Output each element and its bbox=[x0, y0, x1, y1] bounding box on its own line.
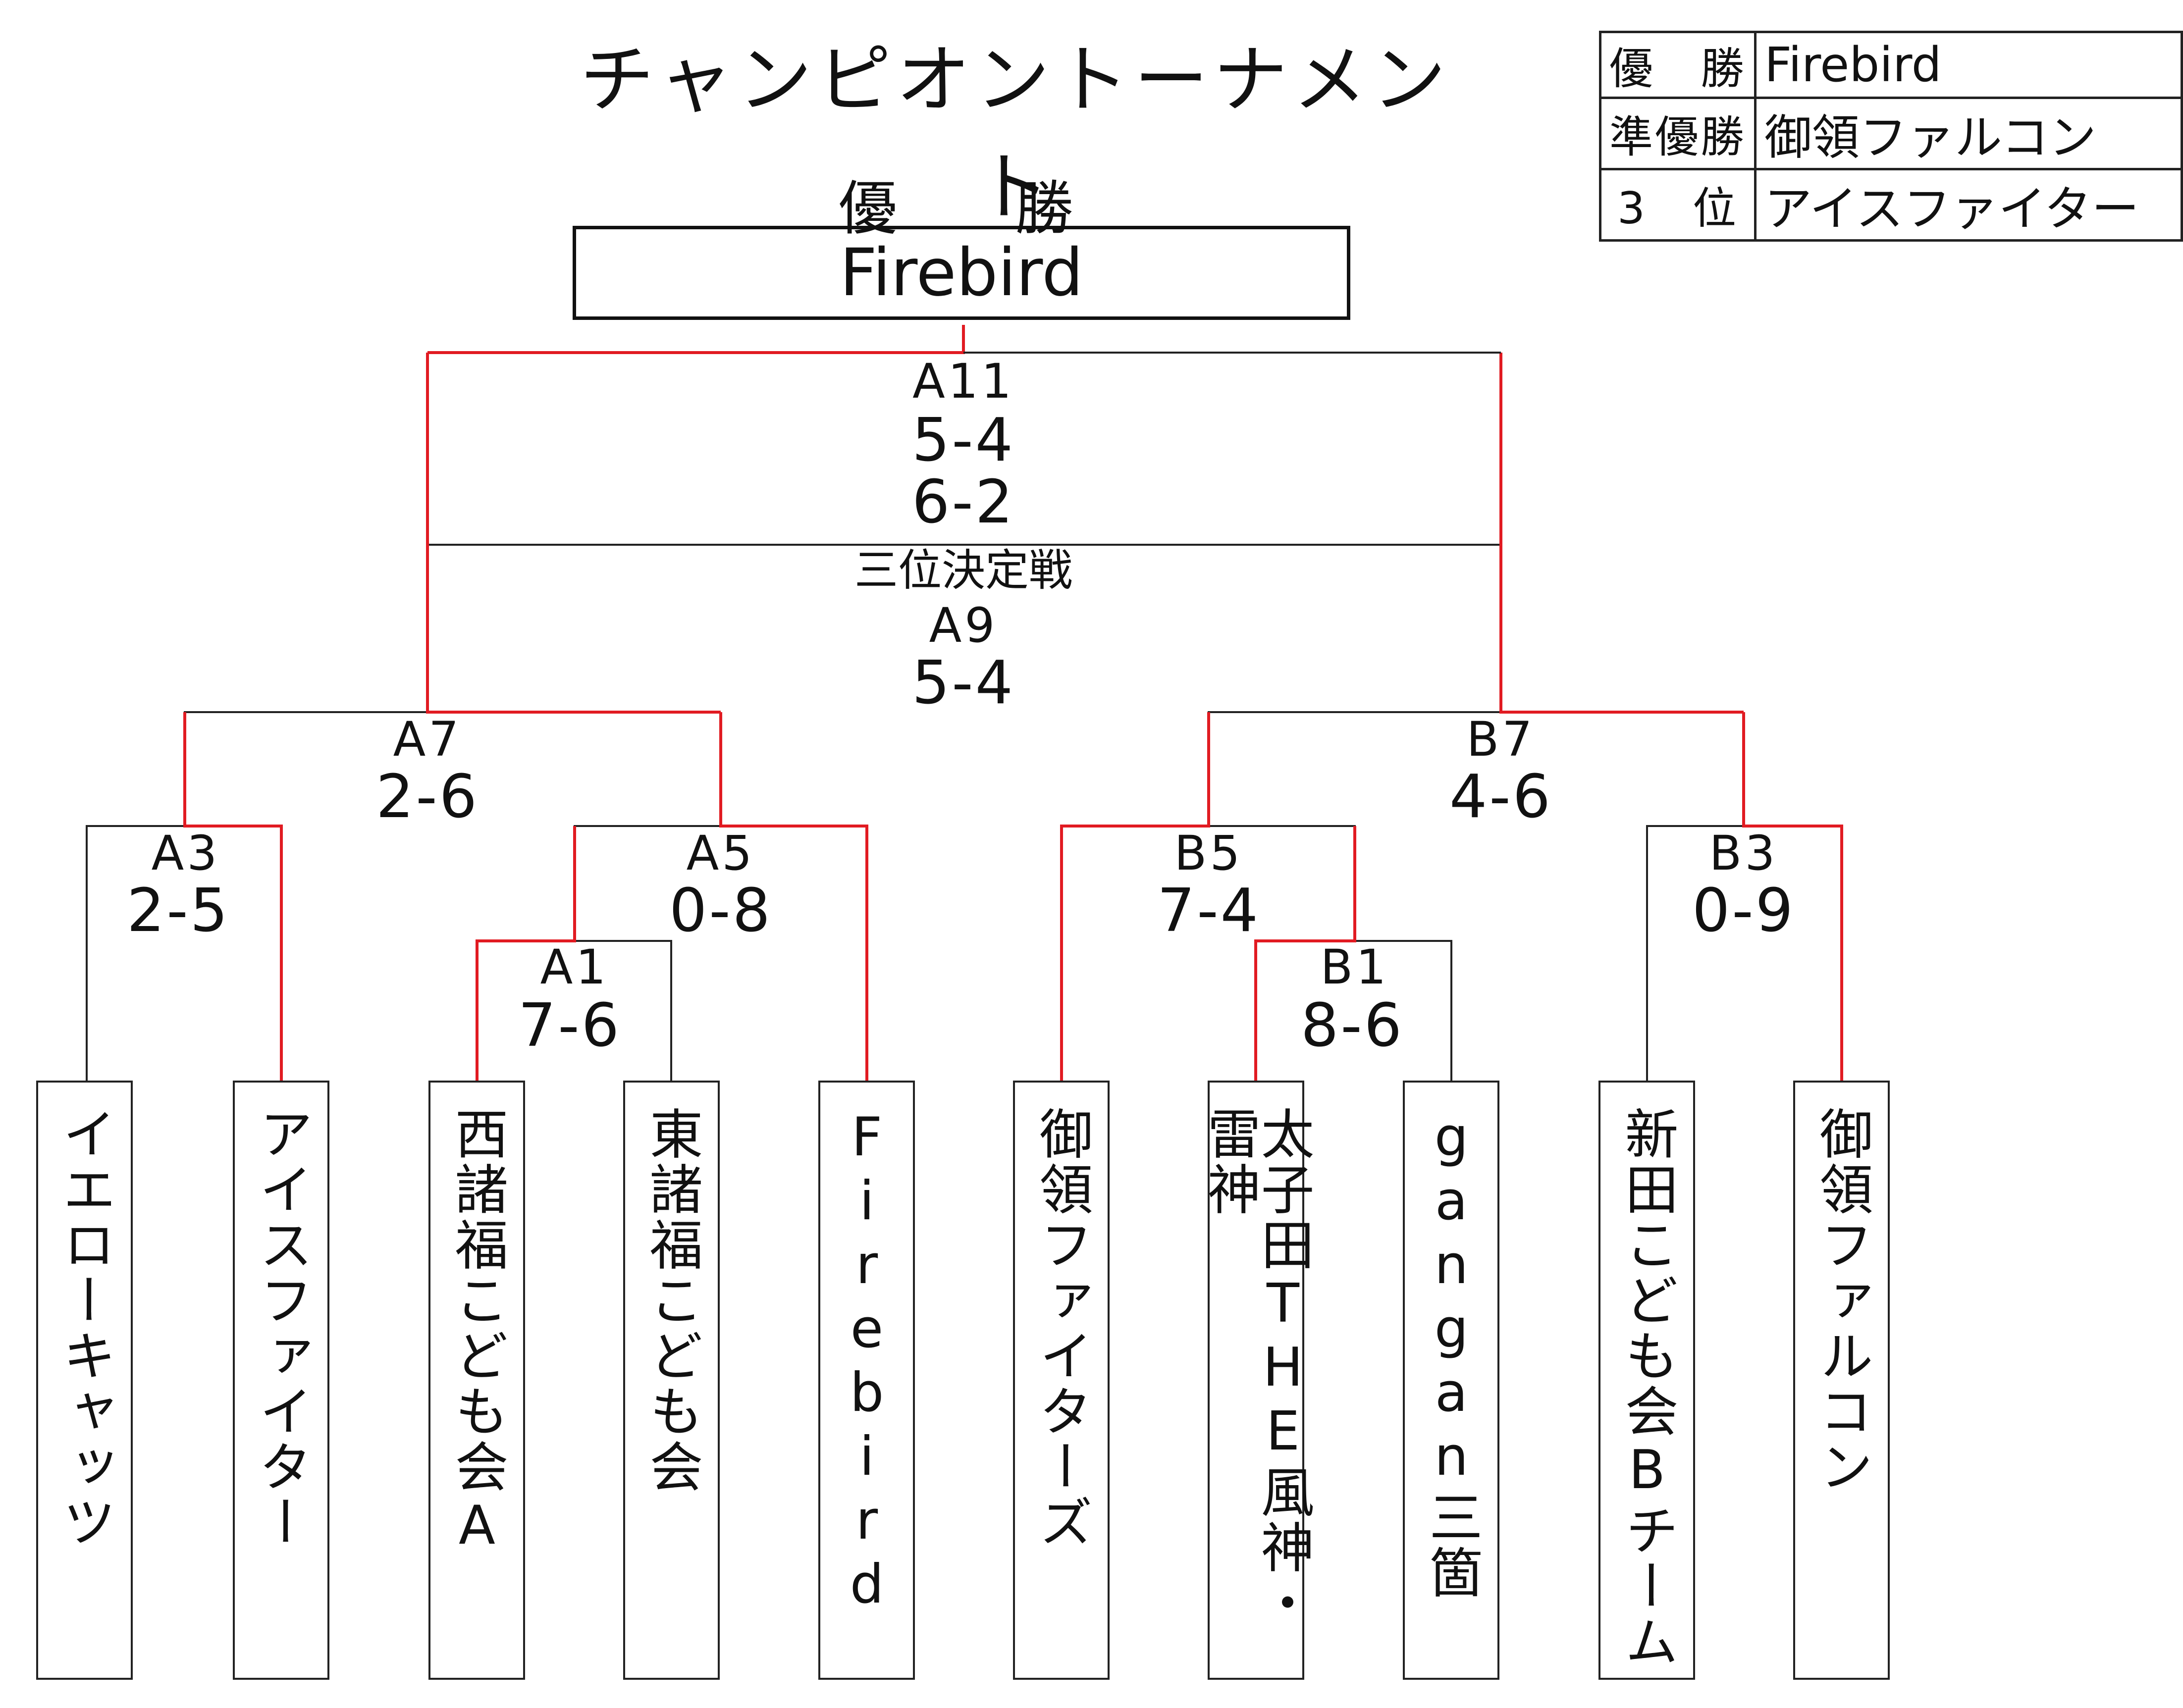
results-label: 優 勝 bbox=[1598, 31, 1757, 99]
match-code-a3: A3 bbox=[151, 826, 220, 881]
match-score-a3: 2-5 bbox=[127, 877, 230, 945]
team-box: 御領ファイターズ bbox=[1013, 1081, 1110, 1680]
team-name: 東諸福こども会 bbox=[640, 1106, 703, 1495]
team-name: 新田こども会Bチーム bbox=[1616, 1106, 1678, 1669]
match-code-b7: B7 bbox=[1466, 712, 1536, 767]
champion-name: Firebird bbox=[840, 235, 1083, 311]
line-a3-winner bbox=[183, 712, 283, 1081]
team-box: Firebird bbox=[818, 1081, 915, 1680]
team-box: 西諸福こども会A bbox=[428, 1081, 525, 1680]
team-name: Firebird bbox=[836, 1106, 898, 1617]
line-a7-winner bbox=[426, 353, 721, 714]
line-b7-winner bbox=[1499, 353, 1744, 714]
results-row-3rd: 3 位 アイスファイター bbox=[1598, 168, 2183, 242]
line-final-winner bbox=[427, 325, 965, 354]
line-a1-winner bbox=[476, 826, 576, 1081]
page-title: チャンピオントーナメント bbox=[580, 37, 1451, 231]
results-row-1st: 優 勝 Firebird bbox=[1598, 31, 2183, 99]
third-place-label: 三位決定戦 bbox=[854, 545, 1072, 596]
results-row-2nd: 準優勝 御領ファルコン bbox=[1598, 97, 2183, 170]
match-score-a1: 7-6 bbox=[518, 991, 621, 1060]
results-label: 準優勝 bbox=[1598, 97, 1757, 170]
team-name: 御領ファイターズ bbox=[1030, 1106, 1093, 1550]
match-code-a9: A9 bbox=[929, 598, 998, 653]
team-name: gangan三箇 bbox=[1420, 1106, 1483, 1601]
team-box: 新田こども会Bチーム bbox=[1598, 1081, 1695, 1680]
champion-box: Firebird bbox=[573, 226, 1350, 320]
match-score-b7: 4-6 bbox=[1449, 763, 1552, 831]
match-code-a1: A1 bbox=[540, 939, 609, 995]
team-name: アイスファイター bbox=[250, 1106, 313, 1550]
match-code-b1: B1 bbox=[1320, 939, 1389, 995]
match-score-a9: 5-4 bbox=[912, 649, 1015, 718]
results-label: 3 位 bbox=[1598, 168, 1757, 242]
match-code-a5: A5 bbox=[686, 826, 755, 881]
team-box: イエローキャッツ bbox=[36, 1081, 133, 1680]
line-a1-loser bbox=[575, 940, 672, 1081]
team-name: イエローキャッツ bbox=[53, 1106, 116, 1550]
match-code-b5: B5 bbox=[1174, 826, 1243, 881]
line-b3-winner bbox=[1742, 712, 1843, 1081]
match-score-b3: 0-9 bbox=[1692, 877, 1795, 945]
match-code-b3: B3 bbox=[1709, 826, 1778, 881]
match-score-a11-1: 5-4 bbox=[912, 406, 1015, 475]
line-b1-winner bbox=[1254, 826, 1356, 1081]
team-name: 太子田THE風神・雷神 bbox=[1198, 1106, 1314, 1631]
match-score-b5: 7-4 bbox=[1157, 877, 1260, 945]
line-b1-loser bbox=[1355, 940, 1452, 1081]
match-score-a5: 0-8 bbox=[669, 877, 772, 945]
match-code-a11: A11 bbox=[912, 354, 1014, 409]
line-b3-loser bbox=[1646, 825, 1744, 1081]
line-a5-winner bbox=[719, 712, 868, 1081]
team-box: 太子田THE風神・雷神 bbox=[1199, 1081, 1314, 1680]
match-code-a7: A7 bbox=[393, 712, 462, 767]
match-score-a7: 2-6 bbox=[376, 763, 479, 831]
team-box: 東諸福こども会 bbox=[623, 1081, 720, 1680]
champion-label: 優 勝 bbox=[838, 174, 1103, 243]
results-value: Firebird bbox=[1754, 31, 2183, 99]
line-a3-loser bbox=[86, 825, 185, 1081]
team-name: 御領ファルコン bbox=[1810, 1106, 1873, 1495]
team-box: 御領ファルコン bbox=[1793, 1081, 1890, 1680]
team-box: アイスファイター bbox=[233, 1081, 329, 1680]
line-b5-winner bbox=[1060, 712, 1210, 1081]
match-score-b1: 8-6 bbox=[1301, 991, 1404, 1060]
match-score-a11-2: 6-2 bbox=[912, 468, 1015, 537]
results-value: アイスファイター bbox=[1754, 168, 2183, 242]
team-box: gangan三箇 bbox=[1403, 1081, 1499, 1680]
results-value: 御領ファルコン bbox=[1754, 97, 2183, 170]
team-name: 西諸福こども会A bbox=[446, 1106, 508, 1558]
results-table: 優 勝 Firebird 準優勝 御領ファルコン 3 位 アイスファイター bbox=[1598, 31, 2183, 242]
